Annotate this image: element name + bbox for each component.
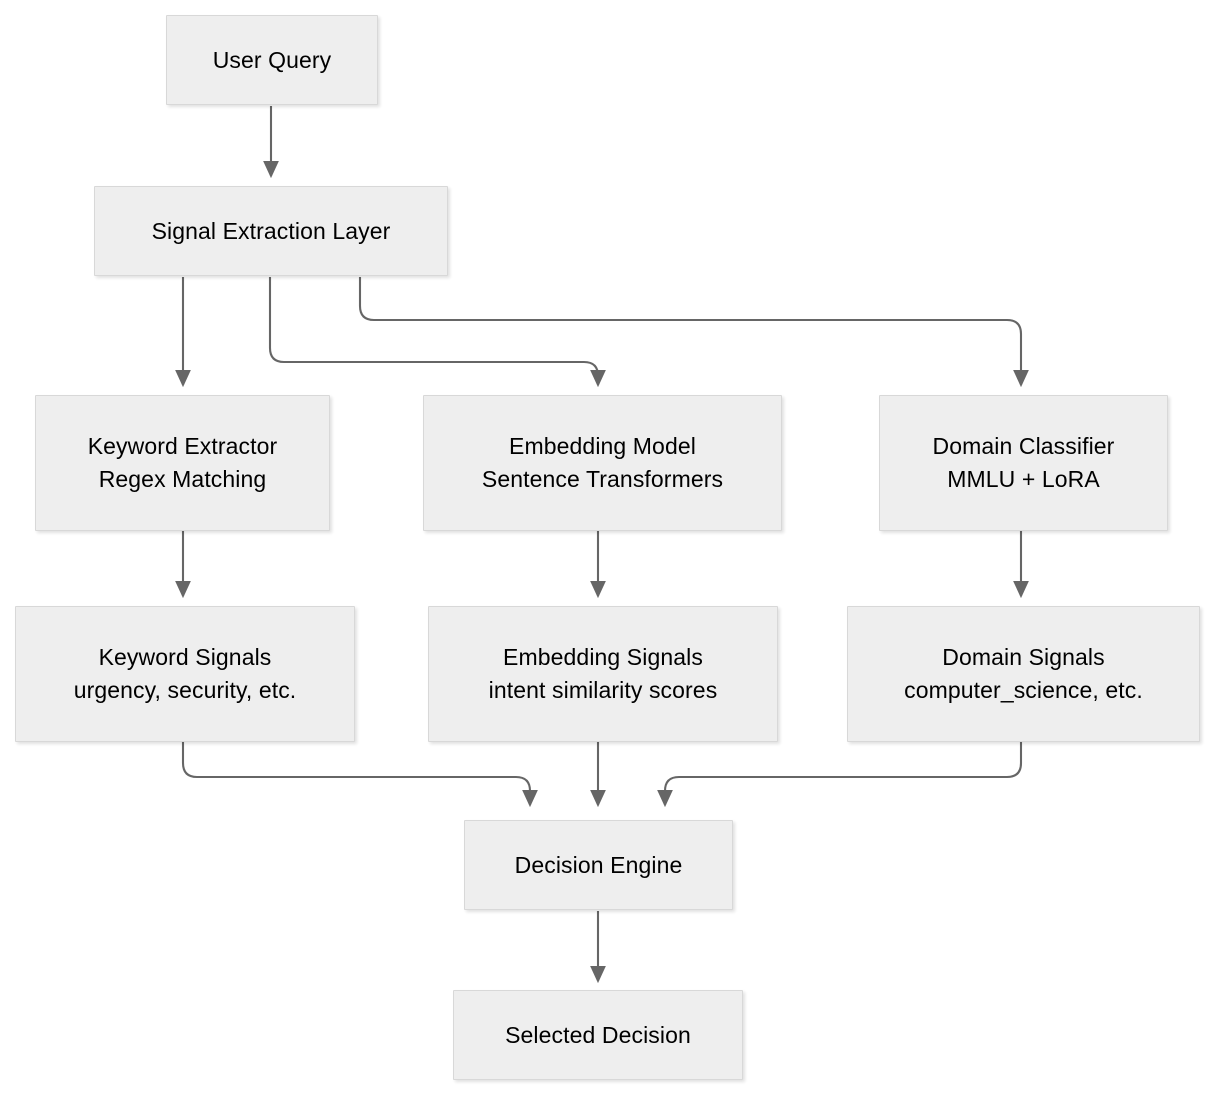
node-embedding-signals-line1: Embedding Signals: [503, 644, 703, 671]
node-decision-engine-label: Decision Engine: [514, 851, 683, 878]
node-domain-signals-line2: computer_science, etc.: [904, 677, 1143, 703]
node-user-query[interactable]: User Query: [166, 15, 378, 105]
node-keyword-signals-line1: Keyword Signals: [98, 644, 272, 671]
node-embedding-model-line1: Embedding Model: [509, 433, 696, 460]
edge-signal-extraction-to-embedding-model: [268, 277, 606, 388]
edge-signal-extraction-to-domain-classifier: [358, 277, 1029, 388]
node-domain-signals-line1: Domain Signals: [942, 644, 1105, 671]
edge-domain-signals-to-decision-engine: [657, 741, 1023, 808]
node-keyword-extractor[interactable]: Keyword Extractor Regex Matching: [35, 395, 330, 531]
node-keyword-signals-line2: urgency, security, etc.: [73, 677, 297, 703]
node-embedding-model[interactable]: Embedding Model Sentence Transformers: [423, 395, 782, 531]
node-selected-decision[interactable]: Selected Decision: [453, 990, 743, 1080]
edge-keyword-signals-to-decision-engine: [181, 741, 538, 808]
node-domain-signals[interactable]: Domain Signals computer_science, etc.: [847, 606, 1200, 742]
node-domain-classifier[interactable]: Domain Classifier MMLU + LoRA: [879, 395, 1168, 531]
node-keyword-signals[interactable]: Keyword Signals urgency, security, etc.: [15, 606, 355, 742]
node-domain-classifier-line1: Domain Classifier: [932, 433, 1115, 460]
node-keyword-extractor-line1: Keyword Extractor: [87, 433, 278, 460]
node-user-query-label: User Query: [212, 46, 332, 73]
node-domain-classifier-line2: MMLU + LoRA: [947, 466, 1100, 492]
node-signal-extraction-layer[interactable]: Signal Extraction Layer: [94, 186, 448, 276]
node-selected-decision-label: Selected Decision: [505, 1021, 691, 1048]
node-embedding-signals-line2: intent similarity scores: [488, 677, 718, 703]
node-signal-extraction-layer-label: Signal Extraction Layer: [151, 217, 391, 244]
node-embedding-signals[interactable]: Embedding Signals intent similarity scor…: [428, 606, 778, 742]
node-embedding-model-line2: Sentence Transformers: [481, 466, 724, 492]
node-keyword-extractor-line2: Regex Matching: [98, 466, 267, 492]
node-decision-engine[interactable]: Decision Engine: [464, 820, 733, 910]
